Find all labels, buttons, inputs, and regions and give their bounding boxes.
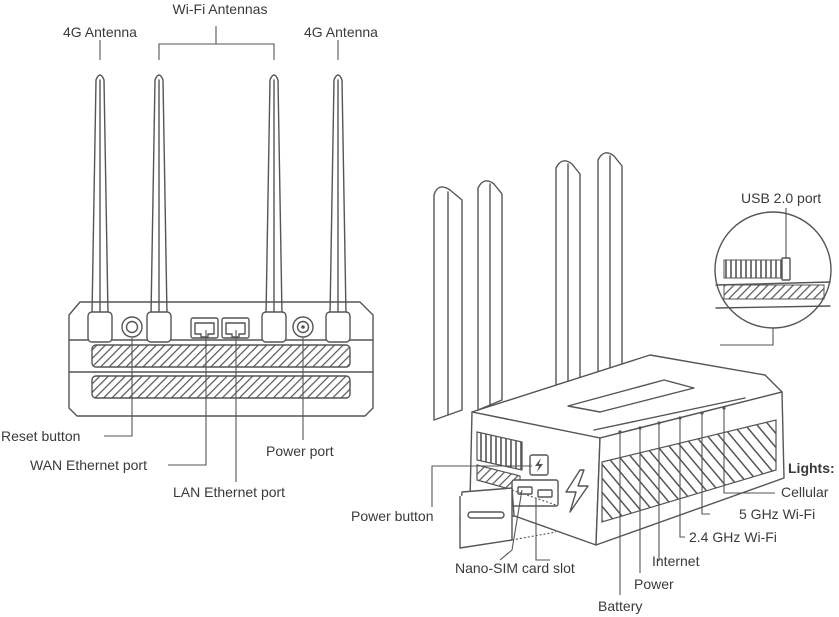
lan-ethernet-port[interactable]	[221, 317, 250, 339]
label-4g-antenna-left: 4G Antenna	[63, 24, 137, 40]
antenna-wifi-right	[265, 74, 283, 316]
label-4g-antenna-right: 4G Antenna	[304, 24, 378, 40]
front-view	[433, 152, 832, 549]
usb-zoom-callout	[714, 211, 832, 346]
antenna-4g-right	[329, 74, 347, 316]
rear-vent-top	[91, 344, 351, 368]
power-button[interactable]	[529, 454, 549, 476]
rear-view	[68, 74, 374, 417]
antenna-4g-left	[91, 74, 109, 316]
rear-vent-bottom	[91, 375, 351, 399]
label-power-button: Power button	[351, 508, 434, 524]
label-light-power: Power	[634, 576, 674, 592]
label-light-battery: Battery	[598, 598, 642, 614]
label-light-5ghz: 5 GHz Wi-Fi	[739, 506, 815, 522]
label-wan-port: WAN Ethernet port	[30, 457, 147, 473]
side-vent	[476, 431, 523, 471]
power-port[interactable]	[292, 316, 314, 338]
router-rear-body	[68, 301, 374, 417]
usb-port[interactable]	[781, 257, 791, 281]
label-lights-heading: Lights:	[788, 460, 835, 476]
label-wifi-antennas: Wi-Fi Antennas	[173, 1, 268, 17]
label-power-port: Power port	[266, 443, 334, 459]
sim-tray	[459, 487, 557, 549]
lightning-icon	[565, 469, 589, 513]
nano-sim-card-slot[interactable]	[511, 479, 559, 507]
label-light-24ghz: 2.4 GHz Wi-Fi	[689, 529, 777, 545]
reset-button[interactable]	[121, 316, 143, 338]
label-usb-port: USB 2.0 port	[741, 190, 821, 206]
label-light-cellular: Cellular	[781, 484, 829, 500]
antenna-wifi-left	[150, 74, 168, 316]
label-sim-slot: Nano-SIM card slot	[455, 560, 575, 576]
front-vent	[601, 419, 777, 523]
wifi-antennas-bracket	[158, 26, 275, 60]
label-lan-port: LAN Ethernet port	[173, 484, 285, 500]
wan-ethernet-port[interactable]	[190, 317, 219, 339]
label-reset-button: Reset button	[1, 428, 80, 444]
label-light-internet: Internet	[652, 553, 700, 569]
